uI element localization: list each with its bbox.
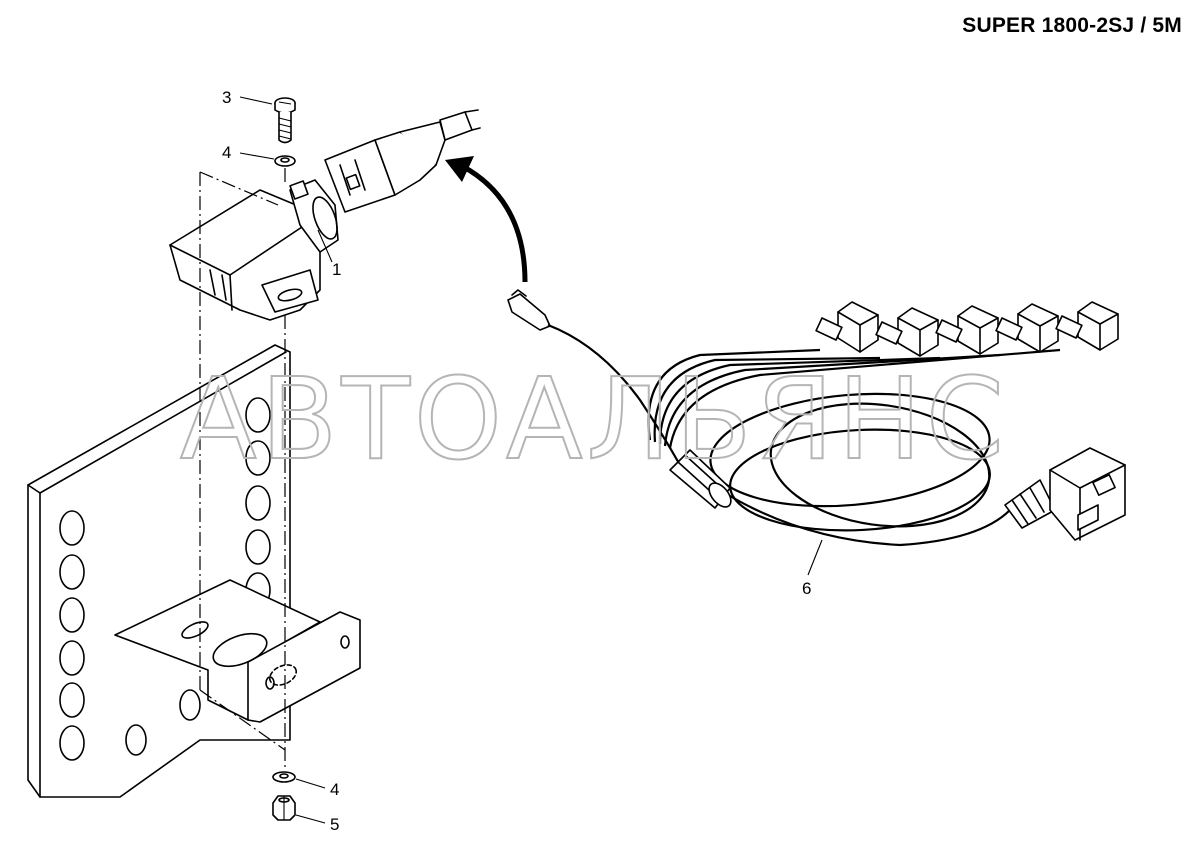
washer-bottom xyxy=(272,771,296,783)
watermark-text: АВТОАЛЬЯНС xyxy=(180,355,1008,485)
washer-top xyxy=(274,155,296,167)
leader-lines xyxy=(239,96,823,824)
mating-connector xyxy=(324,109,481,213)
solenoid-connector-2 xyxy=(875,307,939,357)
sensor-unit xyxy=(169,179,339,321)
callout-5: 5 xyxy=(330,815,339,834)
solenoid-connector-1 xyxy=(815,301,879,353)
callout-4-bottom: 4 xyxy=(330,780,339,799)
callout-1: 1 xyxy=(332,260,341,279)
callout-4-top: 4 xyxy=(222,143,231,162)
solenoid-connector-5 xyxy=(1055,301,1119,351)
harness-main-connector xyxy=(1004,447,1126,541)
wiring-harness xyxy=(507,289,1126,547)
callout-3: 3 xyxy=(222,88,231,107)
callout-6: 6 xyxy=(802,579,811,598)
connection-arrow xyxy=(445,156,528,283)
solenoid-connector-4 xyxy=(995,303,1059,353)
nut xyxy=(272,795,296,821)
l-bracket xyxy=(114,579,361,723)
assembly-centerlines xyxy=(199,168,286,770)
solenoid-connector-3 xyxy=(935,305,999,355)
screw xyxy=(274,97,296,144)
harness-grommet-left xyxy=(669,449,732,509)
page-title: SUPER 1800-2SJ / 5M xyxy=(962,14,1182,37)
